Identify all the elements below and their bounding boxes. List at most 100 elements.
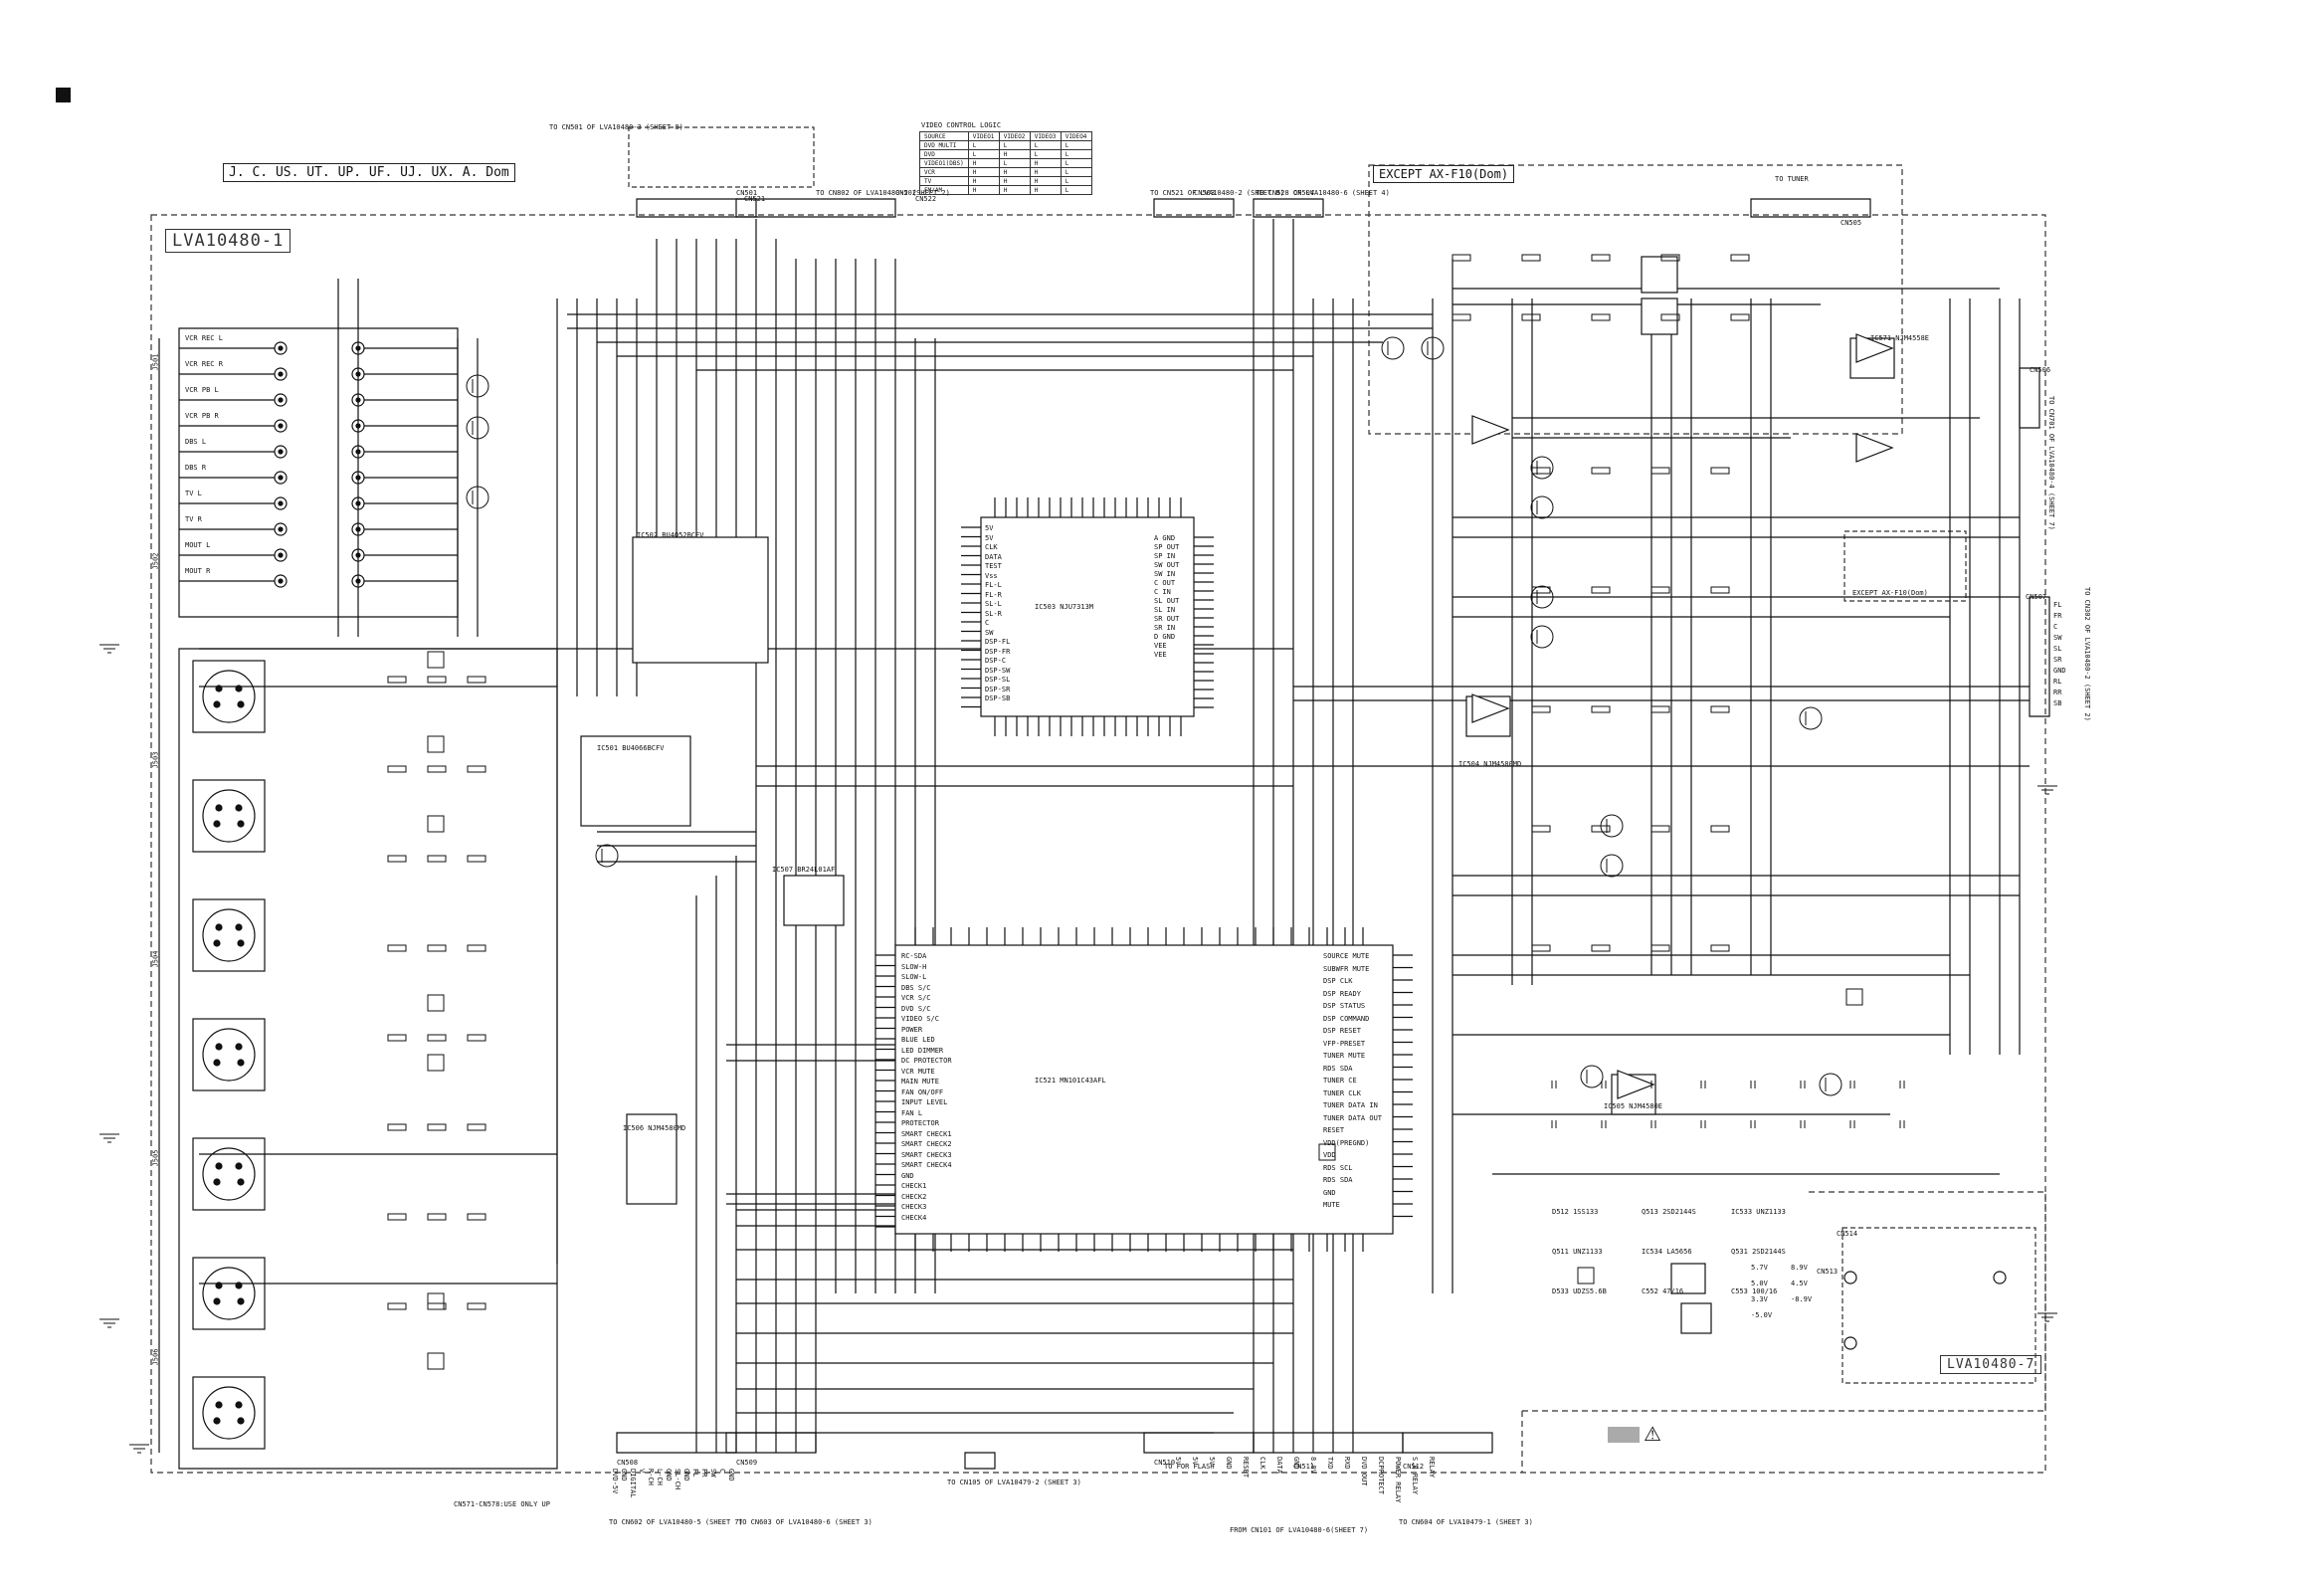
right-pin-label: FR: [2053, 612, 2062, 620]
bottom-pin-label: DIGITAL: [629, 1469, 637, 1498]
svideo-jack-icon: [202, 908, 256, 962]
ic521-pin-left: SLOW-L: [901, 973, 927, 981]
resistor-symbol: [1591, 705, 1611, 713]
ic521-pin-left: VCR S/C: [901, 994, 931, 1002]
jack-pin: [215, 923, 223, 931]
jack-ref-label: J505: [151, 1149, 160, 1167]
rca-jack-center: [278, 552, 284, 558]
ic503-pin-left: C: [985, 619, 990, 627]
ic503-pin-left: DSP-FL: [985, 638, 1011, 646]
fl502-body: [1641, 256, 1678, 294]
ic521-pin-left: VIDEO S/C: [901, 1015, 939, 1023]
resistor-symbol: [467, 1302, 486, 1310]
ic521-pin-right: DSP CLK: [1323, 977, 1353, 985]
jack-pin: [237, 700, 245, 708]
jack-label: TV R: [185, 515, 202, 523]
connector-ref-label: CN510: [1154, 1459, 1176, 1467]
connector-ref-label: CN505: [1840, 219, 1862, 227]
note-bottom-3: TO CN105 OF LVA10479-2 (SHEET 3): [947, 1479, 1081, 1486]
ic507-label: IC507 BR24L01AF: [772, 866, 836, 874]
jack-pin: [213, 700, 221, 708]
ic503-pin-left: SW: [985, 628, 994, 637]
rca-jack-center: [278, 371, 284, 377]
connector-ref-label: CN508: [617, 1459, 639, 1467]
note-bottom-5: TO CN604 OF LVA10479-1 (SHEET 3): [1399, 1518, 1533, 1526]
resistor-symbol: [1650, 944, 1670, 952]
bottom-pin-label: CLK: [1259, 1457, 1266, 1470]
jack-pin: [213, 1417, 221, 1425]
transistor-icon: [1530, 585, 1554, 609]
note-bottom-1: TO CN602 OF LVA10480-5 (SHEET 7): [609, 1518, 743, 1526]
power-rail-label: 8.9V: [1791, 1264, 1808, 1272]
ic521-pin-left: CHECK2: [901, 1192, 927, 1201]
ic503-pin-right: SR IN: [1154, 624, 1176, 632]
ic521-pin-right: SOURCE MUTE: [1323, 952, 1370, 960]
rca-jack-center: [355, 578, 361, 584]
note-top-left: TO CN501 OF LVA10480-3 (SHEET 8): [549, 123, 683, 131]
resistor-symbol: [1531, 944, 1551, 952]
ic503-pin-left: SL-L: [985, 600, 1002, 608]
ic503-pin-left: DATA: [985, 552, 1002, 561]
ic521-pin-right: VFP-PRESET: [1323, 1039, 1366, 1048]
resistor-symbol: [1531, 825, 1551, 833]
except-box-label-small: EXCEPT AX-F10(Dom): [1852, 589, 1928, 597]
resistor-symbol: [387, 944, 407, 952]
rca-jack-center: [355, 552, 361, 558]
resistor-symbol: [427, 676, 447, 684]
resistor-symbol: [1650, 586, 1670, 594]
ic503-pin-right: SP IN: [1154, 552, 1176, 560]
resistor-symbol: [1650, 705, 1670, 713]
ic521-pin-right: TUNER CLK: [1323, 1088, 1361, 1097]
vcl-cell: L: [1060, 185, 1092, 195]
bottom-pin-label: L-CH: [656, 1469, 664, 1485]
resistor-symbol: [387, 765, 407, 773]
jack-label: TV L: [185, 490, 202, 497]
note-bottom-2: TO CN603 OF LVA10480-6 (SHEET 3): [738, 1518, 872, 1526]
to-tuner-label: TO TUNER: [1775, 175, 1809, 183]
note-top-mid2: TO CN521 OF LVA10480-2 (SHEET 8): [1150, 189, 1284, 197]
power-part-label: IC534 LA5656: [1642, 1248, 1692, 1256]
ic521-label: IC521 MN101C43AFL: [1035, 1077, 1106, 1085]
bottom-pin-label: FR: [700, 1469, 708, 1478]
ic521-pin-right: RESET: [1323, 1126, 1345, 1134]
relay-icon: [1318, 1143, 1336, 1161]
jack-ref-label: J501: [151, 353, 160, 371]
ic503-pin-left: DSP-SW: [985, 666, 1011, 675]
ic507-body: [783, 875, 845, 926]
opamp-symbol: [1471, 693, 1510, 723]
right-pin-label: SL: [2053, 645, 2062, 653]
bottom-pin-label: DATA: [1275, 1457, 1283, 1474]
resistor-symbol: [467, 676, 486, 684]
section-marker: [56, 88, 71, 102]
rca-jack-center: [278, 423, 284, 429]
power-part-label: IC533 UNZ1133: [1731, 1208, 1786, 1216]
resistor-symbol: [1531, 705, 1551, 713]
bottom-pin-label: DVD-5V: [611, 1469, 619, 1494]
resistor-symbol: [1591, 313, 1611, 321]
rca-jack-center: [355, 475, 361, 481]
connector-ref-label: CN512: [1403, 1463, 1425, 1471]
ic501-label: IC501 BU4066BCFV: [597, 744, 665, 752]
rca-jack-center: [355, 526, 361, 532]
ic501-body: [580, 735, 691, 827]
power-rail-label: 5.7V: [1751, 1264, 1768, 1272]
transistor-icon: [1600, 854, 1624, 878]
connector-ref-label: CN504: [1293, 189, 1315, 197]
right-pin-label: SB: [2053, 699, 2062, 707]
jack-pin: [237, 1059, 245, 1067]
resistor-symbol: [1710, 467, 1730, 475]
resistor-symbol: [1660, 313, 1680, 321]
relay-icon: [427, 735, 445, 753]
bottom-pin-label: 5V: [1191, 1457, 1199, 1466]
bottom-pin-label: 5V: [1174, 1457, 1182, 1466]
jack-pin: [235, 1282, 243, 1289]
resistor-symbol: [427, 1034, 447, 1042]
connector-ref-label: CN502: [895, 189, 917, 197]
ic521-pin-left: MAIN MUTE: [901, 1078, 939, 1086]
relay-icon: [427, 1054, 445, 1072]
ic521-pin-right: TUNER CE: [1323, 1077, 1357, 1085]
jack-label: MOUT R: [185, 567, 211, 575]
ic521-pin-right: DSP RESET: [1323, 1027, 1361, 1035]
bottom-pin-label: V: [638, 1469, 646, 1474]
